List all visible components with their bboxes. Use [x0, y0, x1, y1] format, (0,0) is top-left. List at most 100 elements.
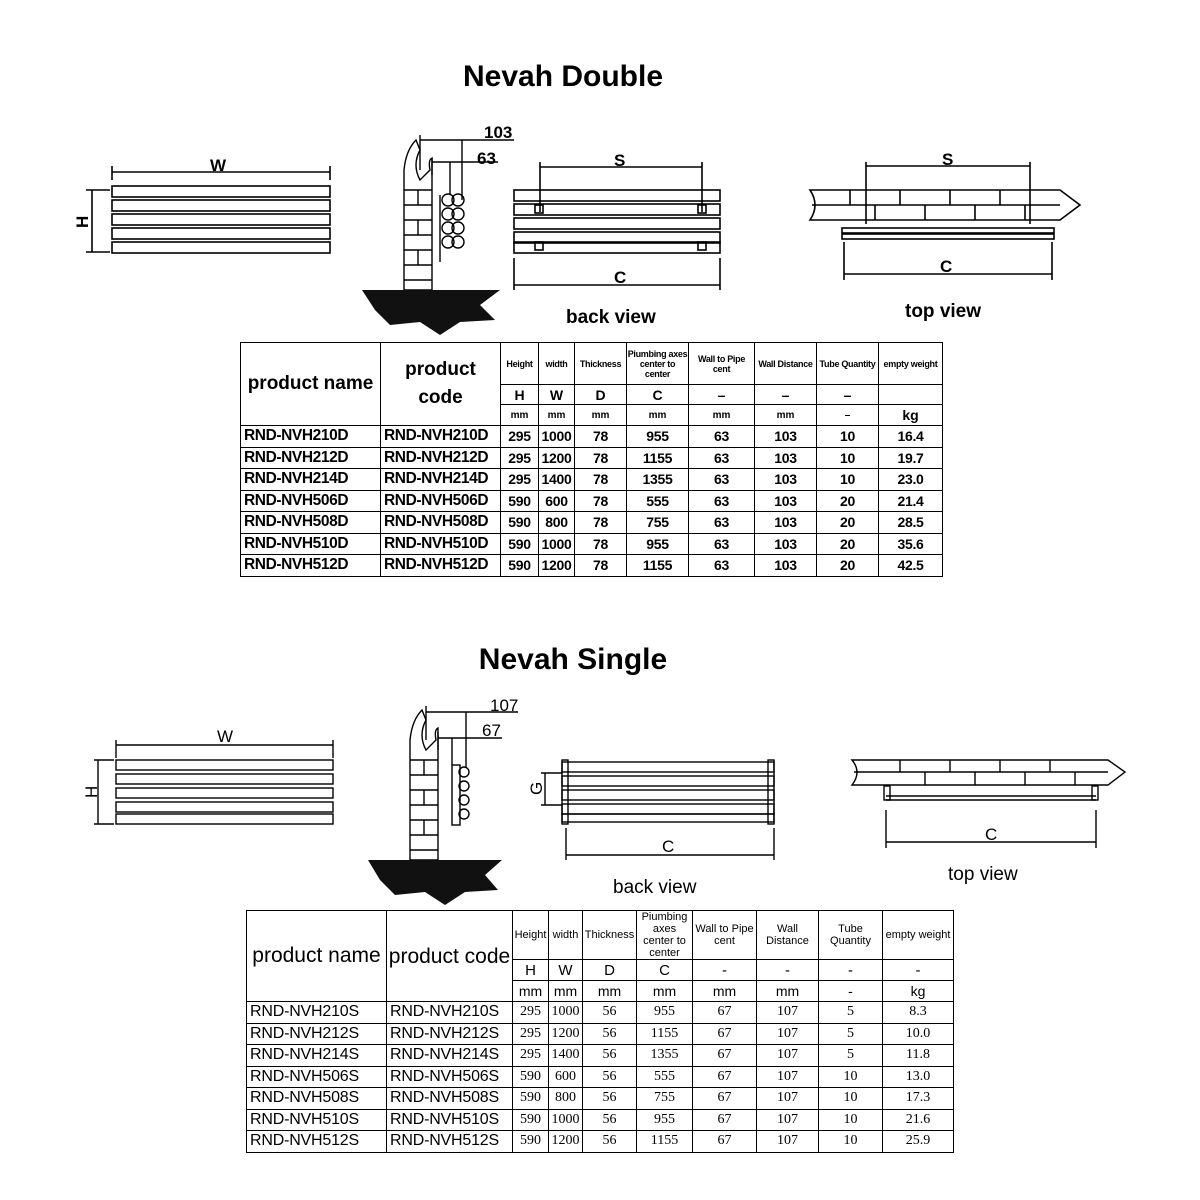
product-code-cell: RND-NVH512S	[386, 1130, 513, 1153]
spec-cell: 1200	[548, 1130, 583, 1153]
single-back-view-label: back view	[613, 877, 697, 898]
spec-cell: 1355	[636, 1044, 693, 1067]
product-name-cell: RND-NVH210S	[246, 1001, 387, 1024]
double-dim-inner: 63	[477, 149, 496, 168]
double-unit: mm	[688, 404, 755, 426]
double-header: Thickness	[574, 342, 627, 385]
spec-cell: 1355	[626, 468, 689, 491]
spec-cell: 1400	[538, 468, 575, 491]
double-symbol: –	[688, 384, 755, 405]
spec-cell: 295	[512, 1044, 549, 1067]
double-header: Height	[500, 342, 539, 385]
single-dim-outer: 107	[490, 696, 518, 715]
spec-cell: 1000	[538, 532, 575, 555]
spec-cell: 600	[548, 1065, 583, 1088]
spec-cell: 295	[512, 1022, 549, 1045]
spec-cell: 21.6	[882, 1108, 954, 1131]
spec-cell: 16.4	[878, 425, 943, 448]
spec-cell: 107	[756, 1087, 819, 1110]
spec-cell: 13.0	[882, 1065, 954, 1088]
spec-cell: 1000	[548, 1001, 583, 1024]
spec-cell: 1000	[548, 1108, 583, 1131]
double-spec-table: product name product code Height width T…	[240, 342, 943, 577]
double-back-view-label: back view	[566, 307, 656, 328]
spec-cell: 103	[754, 554, 817, 577]
spec-cell: 590	[500, 554, 539, 577]
spec-cell: 78	[574, 554, 627, 577]
single-symbol: W	[548, 959, 583, 981]
spec-cell: 5	[818, 1001, 883, 1024]
spec-cell: 103	[754, 425, 817, 448]
single-header: Wall to Pipe cent	[692, 910, 757, 960]
single-side-view	[409, 706, 518, 861]
product-code-cell: RND-NVH506D	[380, 489, 501, 512]
spec-cell: 63	[688, 468, 755, 491]
product-name-cell: RND-NVH210D	[240, 425, 381, 448]
single-header: width	[548, 910, 583, 960]
spec-cell: 56	[582, 1087, 637, 1110]
spec-cell: 800	[538, 511, 575, 534]
double-technical-drawing: W H 103 63	[73, 123, 1082, 335]
double-dim-outer: 103	[484, 123, 512, 142]
spec-cell: 590	[500, 489, 539, 512]
single-unit: mm	[512, 980, 549, 1002]
spec-cell: 590	[500, 532, 539, 555]
spec-cell: 800	[548, 1087, 583, 1110]
spec-cell: 11.8	[882, 1044, 954, 1067]
single-header: Tube Quantity	[818, 910, 883, 960]
double-top-c-label: C	[940, 257, 952, 276]
spec-cell: 295	[512, 1001, 549, 1024]
single-top-view-label: top view	[948, 864, 1018, 885]
single-col-code-header: product code	[386, 910, 513, 1002]
single-front-view	[94, 740, 334, 825]
spec-cell: 103	[754, 468, 817, 491]
spec-cell: 103	[754, 511, 817, 534]
double-c-label: C	[614, 268, 626, 287]
spec-cell: 10	[816, 468, 879, 491]
spec-cell: 103	[754, 489, 817, 512]
spec-cell: 1155	[636, 1022, 693, 1045]
product-name-cell: RND-NVH512S	[246, 1130, 387, 1153]
spec-cell: 107	[756, 1065, 819, 1088]
double-header: empty weight	[878, 342, 943, 385]
spec-cell: 78	[574, 489, 627, 512]
spec-cell: 67	[692, 1130, 757, 1153]
spec-cell: 67	[692, 1022, 757, 1045]
single-unit: mm	[756, 980, 819, 1002]
product-code-cell: RND-NVH508S	[386, 1087, 513, 1110]
single-symbol: C	[636, 959, 693, 981]
spec-cell: 10	[818, 1130, 883, 1153]
spec-cell: 67	[692, 1001, 757, 1024]
spec-cell: 23.0	[878, 468, 943, 491]
spec-cell: 107	[756, 1022, 819, 1045]
spec-cell: 20	[816, 489, 879, 512]
double-top-view-label: top view	[905, 301, 981, 322]
spec-cell: 20	[816, 532, 879, 555]
spec-cell: 10	[818, 1065, 883, 1088]
single-symbol: -	[882, 959, 954, 981]
single-unit: mm	[692, 980, 757, 1002]
spec-cell: 67	[692, 1065, 757, 1088]
double-unit: mm	[626, 404, 689, 426]
single-floor-fill	[368, 860, 502, 905]
spec-cell: 955	[626, 532, 689, 555]
product-name-cell: RND-NVH512D	[240, 554, 381, 577]
spec-cell: 20	[816, 511, 879, 534]
single-dim-inner: 67	[482, 721, 501, 740]
spec-cell: 56	[582, 1044, 637, 1067]
double-unit: mm	[500, 404, 539, 426]
product-code-cell: RND-NVH512D	[380, 554, 501, 577]
double-symbol: –	[754, 384, 817, 405]
single-symbol: -	[818, 959, 883, 981]
single-g-label: G	[527, 782, 546, 795]
spec-cell: 590	[512, 1087, 549, 1110]
spec-cell: 78	[574, 468, 627, 491]
product-code-cell: RND-NVH214D	[380, 468, 501, 491]
